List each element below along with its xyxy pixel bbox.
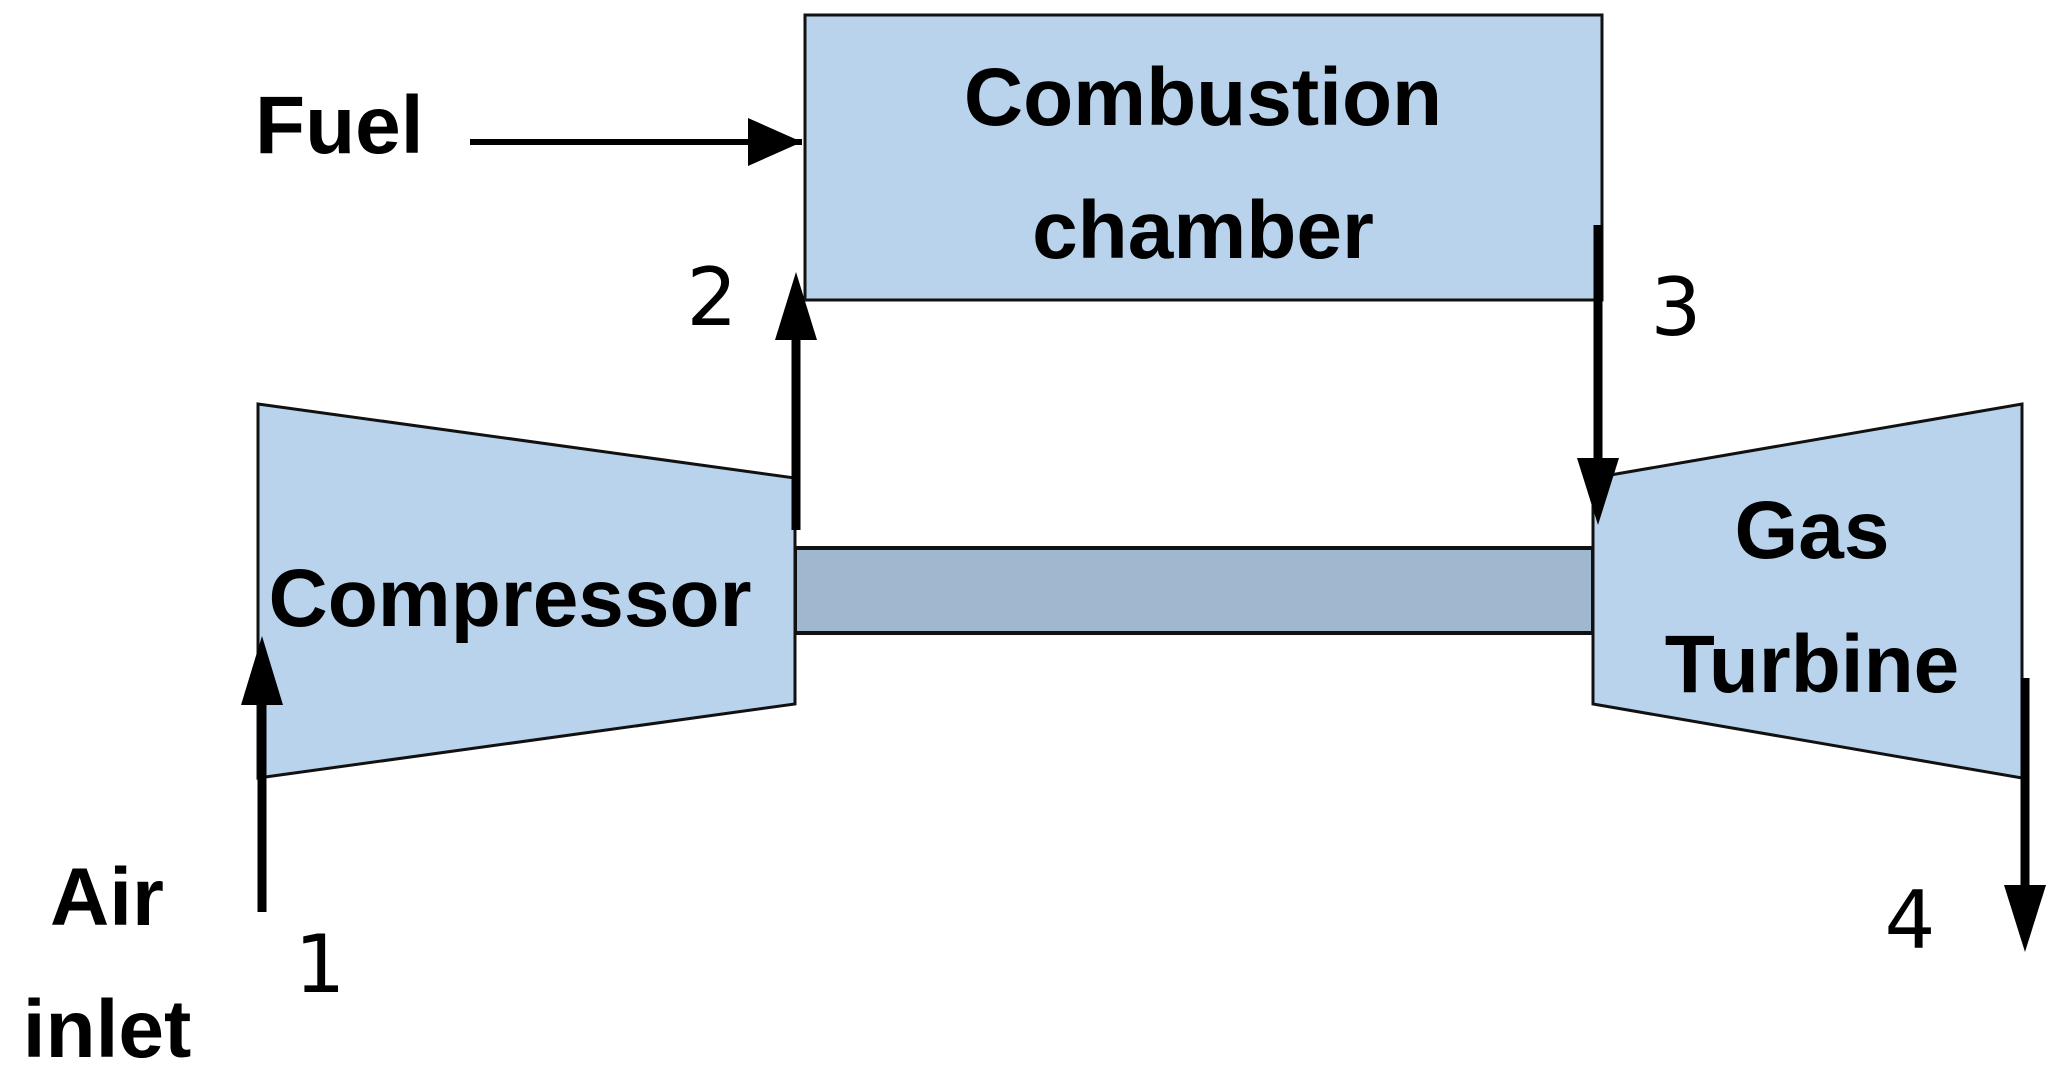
air-inlet-arrowhead (241, 636, 283, 705)
state-point-2: 2 (687, 251, 738, 344)
gas-turbine-label-line1: Gas (1735, 485, 1890, 576)
state-point-3: 3 (1651, 261, 1702, 354)
combustion-chamber-label-line1: Combustion (964, 52, 1442, 143)
combustion-chamber-label-line2: chamber (1032, 185, 1374, 276)
compressor-label: Compressor (268, 553, 751, 644)
compressor-outlet-arrowhead (775, 272, 817, 340)
air-inlet-label-line1: Air (50, 852, 164, 943)
turbine-exhaust-arrowhead (2004, 885, 2046, 952)
air-inlet-label-line2: inlet (23, 984, 192, 1075)
state-point-4: 4 (1885, 874, 1936, 967)
shaft (793, 546, 1595, 635)
combustor-outlet-arrowhead (1577, 458, 1619, 525)
gas-turbine-body (1591, 402, 2024, 780)
fuel-arrowhead (748, 118, 802, 166)
fuel-label: Fuel (255, 80, 424, 171)
state-point-1: 1 (295, 918, 346, 1011)
gas-turbine-label-line2: Turbine (1665, 619, 1960, 710)
combustion-chamber-box (803, 13, 1604, 302)
